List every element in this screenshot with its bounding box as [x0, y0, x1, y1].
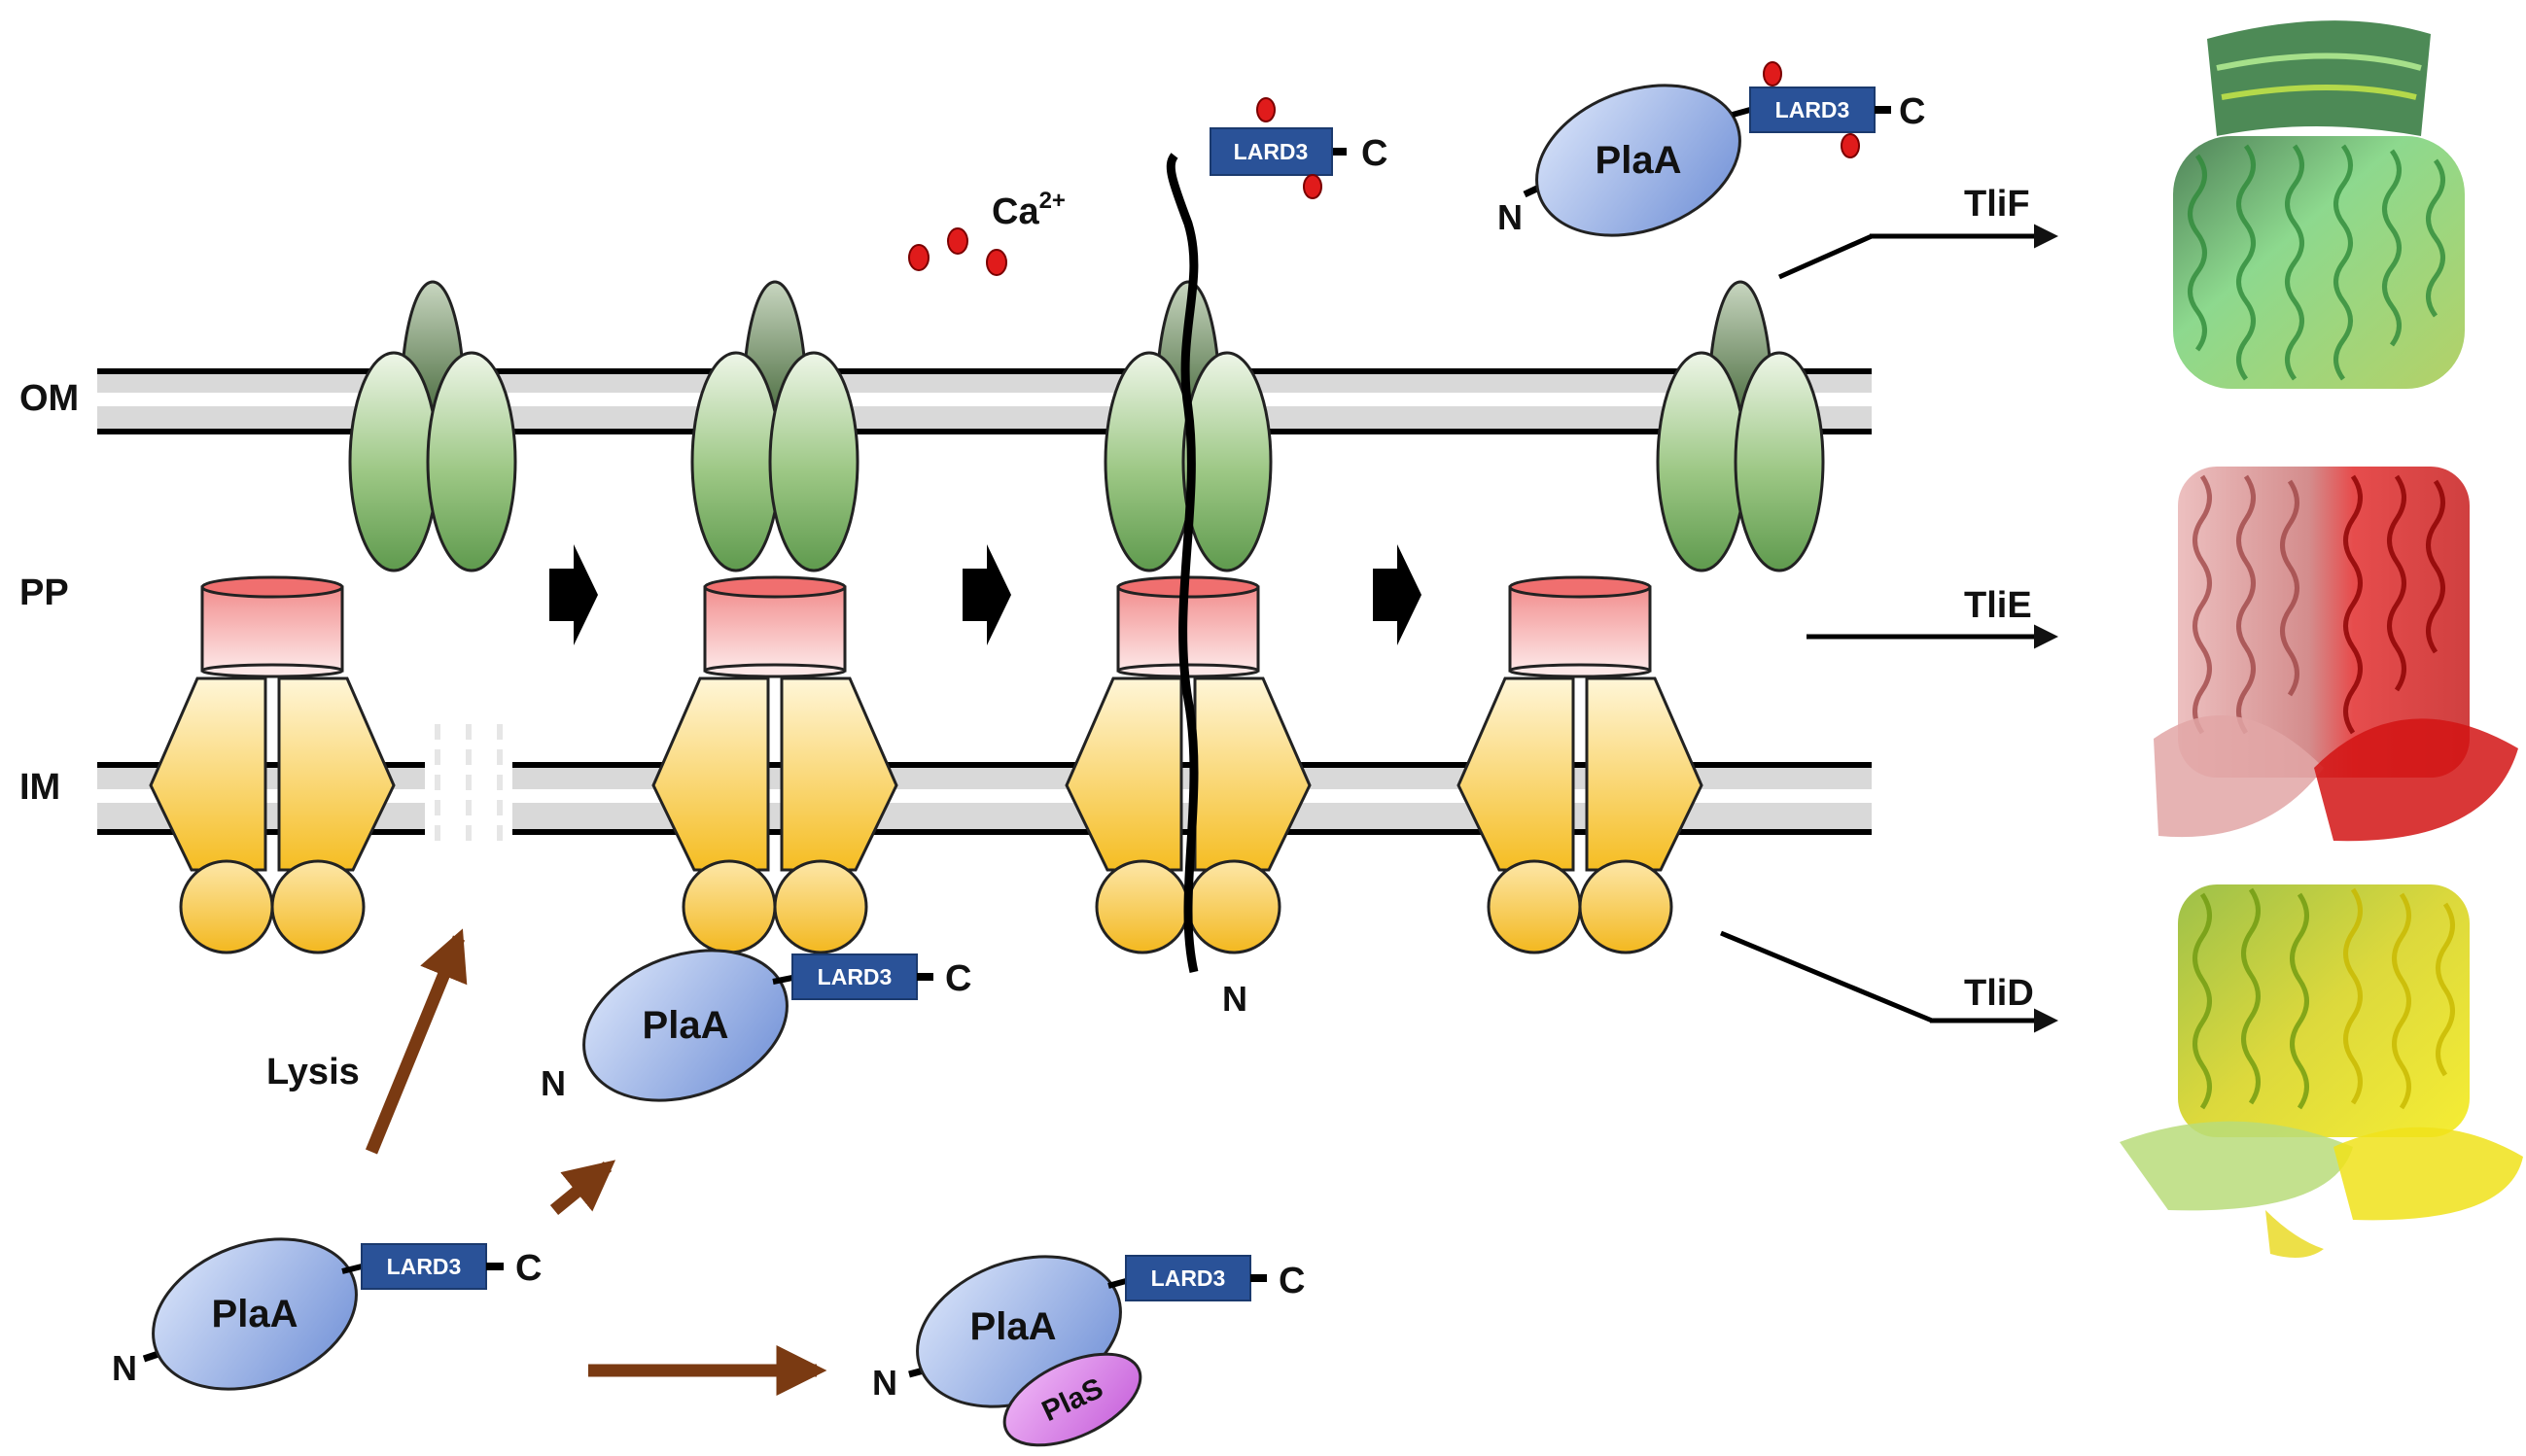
- lard3-label: LARD3: [1775, 97, 1850, 122]
- membrane-rupture: [425, 724, 512, 846]
- abc-transporter: [1065, 676, 1312, 954]
- red-dot-icon: [1303, 174, 1322, 199]
- red-dot-icon: [908, 244, 930, 271]
- transporter-complex-4: [1456, 575, 1703, 954]
- plaa-plas-complex: PlaA PlaS N LARD3 C: [872, 1255, 1305, 1447]
- n-terminus-label: N: [1497, 197, 1523, 237]
- c-terminus-label: C: [945, 958, 971, 999]
- adaptor-cylinder: [703, 575, 847, 678]
- omp-1: [348, 280, 517, 572]
- abc-transporter: [651, 676, 898, 954]
- red-dot-icon: [947, 227, 968, 255]
- n-terminus-label: N: [112, 1348, 137, 1388]
- secretion-pathway-arrow: [549, 1160, 616, 1216]
- secreted-polypeptide-chain: [1166, 153, 1199, 973]
- tlif-label: TliF: [1964, 184, 2030, 225]
- n-terminus-label: N: [872, 1363, 897, 1403]
- omp-2: [690, 280, 860, 572]
- surface-lard3-tag: LARD3 C: [1210, 97, 1387, 199]
- tlid-label: TliD: [1964, 973, 2034, 1014]
- transporter-complex-2: [651, 575, 898, 954]
- tlid-structure-image: [2120, 884, 2523, 1258]
- plaa-label: PlaA: [212, 1293, 298, 1335]
- adaptor-cylinder: [200, 575, 344, 678]
- tlif-structure-image: [2173, 20, 2465, 389]
- c-terminus-label: C: [1279, 1261, 1305, 1301]
- red-dot-icon: [1256, 97, 1276, 122]
- abc-transporter: [149, 676, 396, 954]
- block-arrow-right-icon: [963, 544, 1011, 645]
- lard3-label: LARD3: [818, 964, 893, 989]
- omp-3: [1104, 280, 1273, 572]
- pp-label: PP: [19, 572, 69, 613]
- transporter-complex-1: [149, 575, 396, 954]
- block-arrow-right-icon: [1373, 544, 1421, 645]
- plaa-label: PlaA: [970, 1305, 1057, 1348]
- plaa-label: PlaA: [1596, 139, 1682, 182]
- calcium-ions: [908, 227, 1007, 276]
- c-terminus-label: C: [515, 1248, 542, 1289]
- lysis-arrow: [365, 928, 468, 1155]
- plaa-docking: PlaA N LARD3 C: [541, 949, 971, 1103]
- lard3-label: LARD3: [387, 1254, 462, 1279]
- released-plaa: PlaA N LARD3 C: [1497, 61, 1925, 237]
- lysis-label: Lysis: [266, 1052, 360, 1092]
- tlie-structure-image: [2154, 467, 2518, 842]
- plaa-label: PlaA: [643, 1004, 729, 1047]
- plaa-cytoplasmic: PlaA N LARD3 C: [112, 1237, 542, 1391]
- calcium-label: Ca2+: [992, 188, 1066, 232]
- plas-chaperone: [1002, 1352, 1142, 1447]
- inner-membrane: [97, 762, 1872, 835]
- abc-transporter: [1456, 676, 1703, 954]
- omp-4: [1656, 280, 1825, 572]
- transporter-complex-3: [1065, 575, 1312, 954]
- tlif-pointer: [1777, 233, 1874, 280]
- adaptor-cylinder: [1508, 575, 1652, 678]
- c-terminus-label: C: [1361, 133, 1387, 174]
- im-label: IM: [19, 767, 60, 808]
- lard3-label: LARD3: [1234, 139, 1309, 164]
- chain-n-terminus: N: [1222, 979, 1247, 1019]
- tlie-label: TliE: [1964, 585, 2032, 626]
- red-dot-icon: [1763, 61, 1782, 87]
- red-dot-icon: [1841, 133, 1860, 158]
- lard3-label: LARD3: [1151, 1265, 1226, 1291]
- red-dot-icon: [986, 249, 1007, 276]
- om-label: OM: [19, 378, 79, 419]
- adaptor-cylinder: [1116, 575, 1260, 678]
- c-terminus-label: C: [1899, 91, 1925, 132]
- block-arrow-right-icon: [549, 544, 598, 645]
- tlid-pointer: [1720, 930, 1933, 1023]
- n-terminus-label: N: [541, 1063, 566, 1103]
